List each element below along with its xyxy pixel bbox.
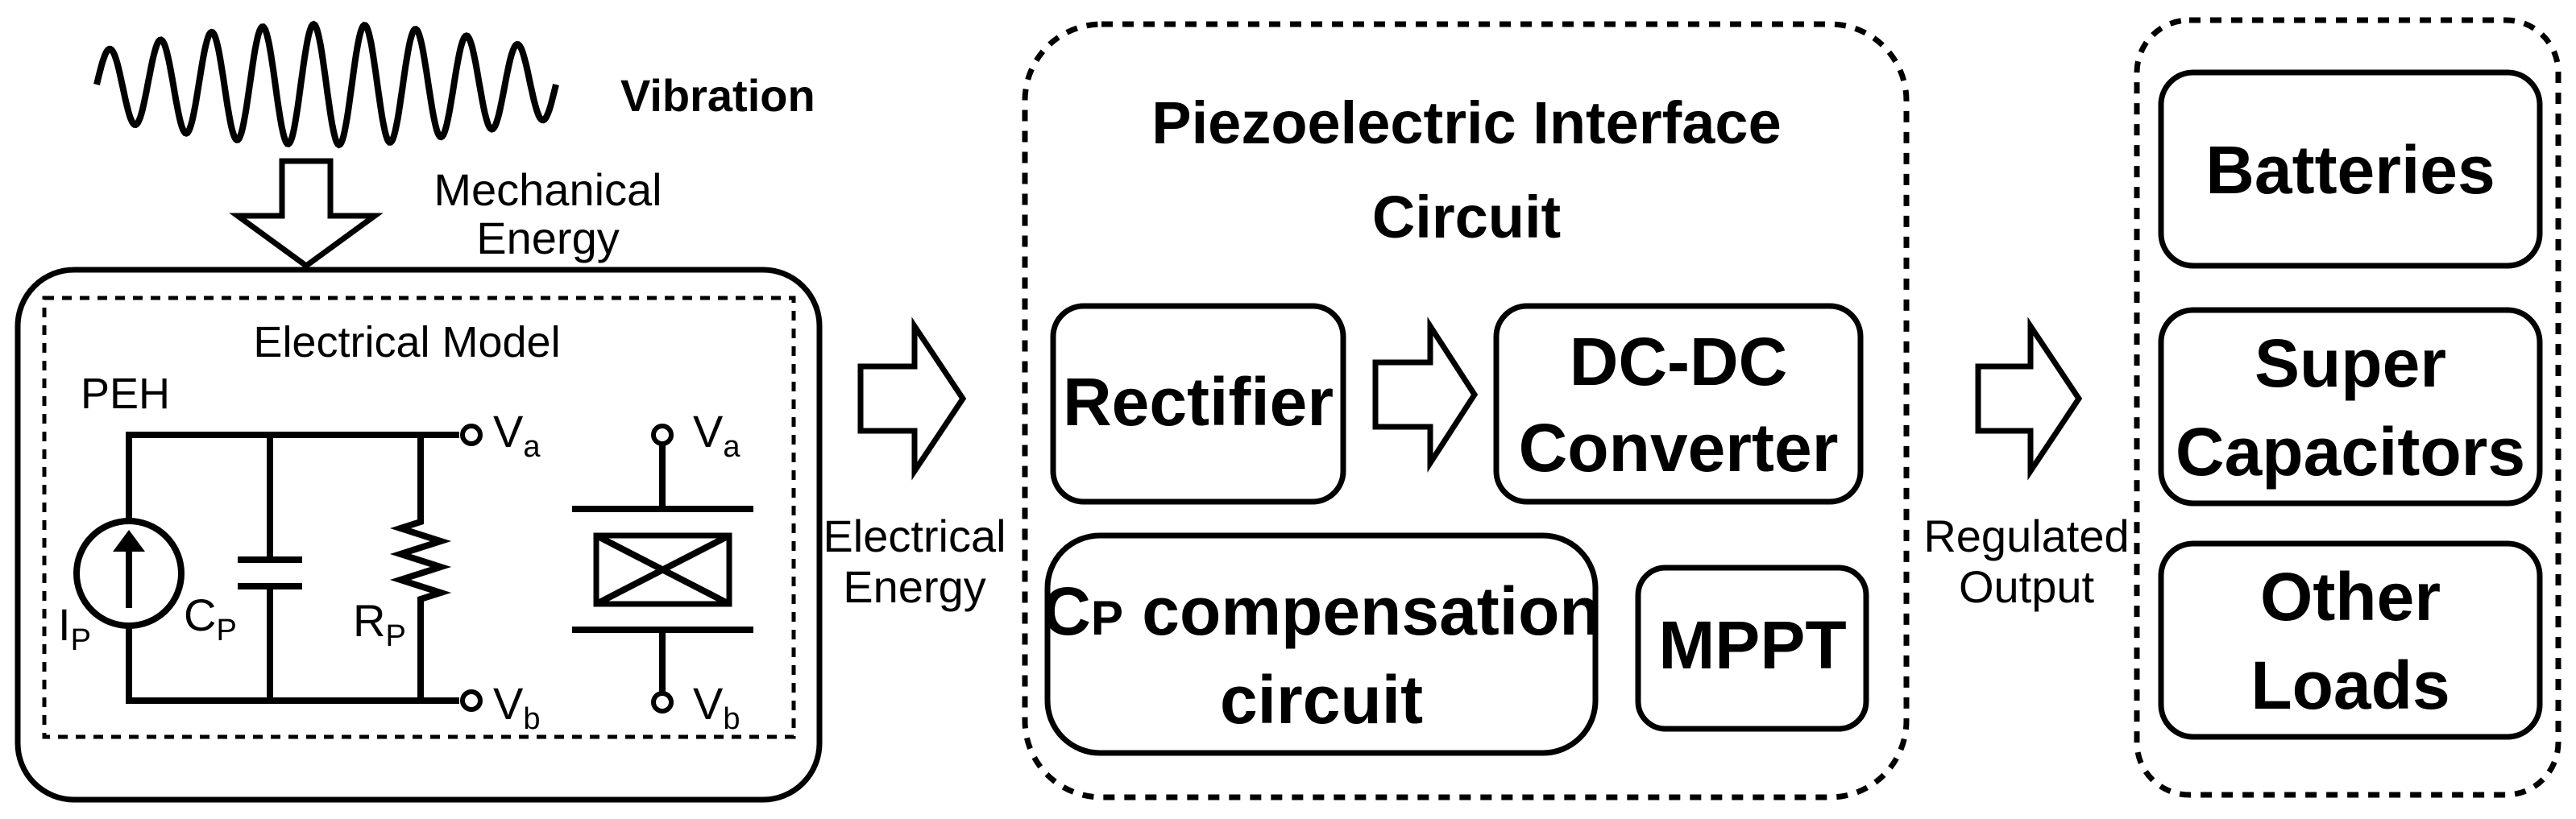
interface-title-line1: Piezoelectric Interface xyxy=(1151,89,1781,156)
batteries-label: Batteries xyxy=(2205,132,2495,208)
electrical-energy-line2: Energy xyxy=(843,561,985,612)
dcdc-label-line2: Converter xyxy=(1519,410,1839,486)
piezo-terminal-bottom xyxy=(651,691,674,714)
piezo-crystal-cross xyxy=(595,532,731,607)
electrical-energy-arrow xyxy=(857,316,967,481)
loads-boundary xyxy=(2134,17,2561,798)
va-label-piezo: Va xyxy=(693,406,740,464)
vb-label-circuit: Vb xyxy=(493,678,541,736)
rectifier-to-dcdc-arrow xyxy=(1372,316,1479,473)
mppt-block xyxy=(1635,565,1869,732)
other-loads-line1: Other xyxy=(2260,559,2441,635)
circuit-bottom-wire xyxy=(126,628,459,704)
rectifier-label: Rectifier xyxy=(1063,364,1334,440)
interface-title-line2: Circuit xyxy=(1372,184,1561,250)
vibration-waveform xyxy=(93,20,559,149)
current-source xyxy=(73,518,185,629)
peh-label: PEH xyxy=(81,370,170,418)
cp-compensation-line2: circuit xyxy=(1220,662,1423,738)
cp-compensation-line1: CP compensation xyxy=(1042,573,1600,649)
super-capacitors-line2: Capacitors xyxy=(2176,414,2525,490)
super-capacitors-line1: Super xyxy=(2255,325,2446,401)
vb-label-piezo: Vb xyxy=(693,678,740,736)
regulated-output-line2: Output xyxy=(1959,561,2095,612)
mechanical-label-line2: Energy xyxy=(476,213,619,263)
other-loads-block xyxy=(2158,540,2543,740)
mppt-label: MPPT xyxy=(1658,607,1846,683)
ip-label: IP xyxy=(58,599,91,657)
mechanical-label-line1: Mechanical xyxy=(433,164,662,215)
resistor xyxy=(389,435,452,701)
current-source-arrowhead xyxy=(113,530,145,552)
super-capacitors-block xyxy=(2158,307,2543,507)
electrical-energy-line1: Electrical xyxy=(823,511,1006,561)
piezo-crystal xyxy=(593,532,732,607)
electrical-model-title: Electrical Model xyxy=(253,318,560,366)
terminal-vb xyxy=(460,689,483,712)
vibration-label: Vibration xyxy=(620,70,815,121)
electrical-model-boundary xyxy=(42,296,796,739)
other-loads-line2: Loads xyxy=(2250,647,2449,723)
capacitor-plates xyxy=(238,556,302,589)
va-label-circuit: Va xyxy=(493,406,541,464)
batteries-block xyxy=(2158,69,2543,269)
regulated-output-arrow xyxy=(1975,316,2083,481)
rectifier-block xyxy=(1050,303,1346,505)
cp-compensation-block xyxy=(1044,532,1599,756)
dcdc-block xyxy=(1493,303,1864,505)
piezo-terminal-top xyxy=(651,424,674,446)
terminal-va xyxy=(460,424,483,446)
dcdc-label-line1: DC-DC xyxy=(1570,324,1788,399)
rp-label: RP xyxy=(353,595,406,653)
cp-label: CP xyxy=(184,589,237,647)
circuit-top-wire xyxy=(126,432,459,519)
interface-circuit-boundary xyxy=(1022,21,1910,800)
mechanical-energy-arrow xyxy=(229,158,384,270)
regulated-output-line1: Regulated xyxy=(1923,511,2129,561)
piezo-plates xyxy=(572,506,753,633)
